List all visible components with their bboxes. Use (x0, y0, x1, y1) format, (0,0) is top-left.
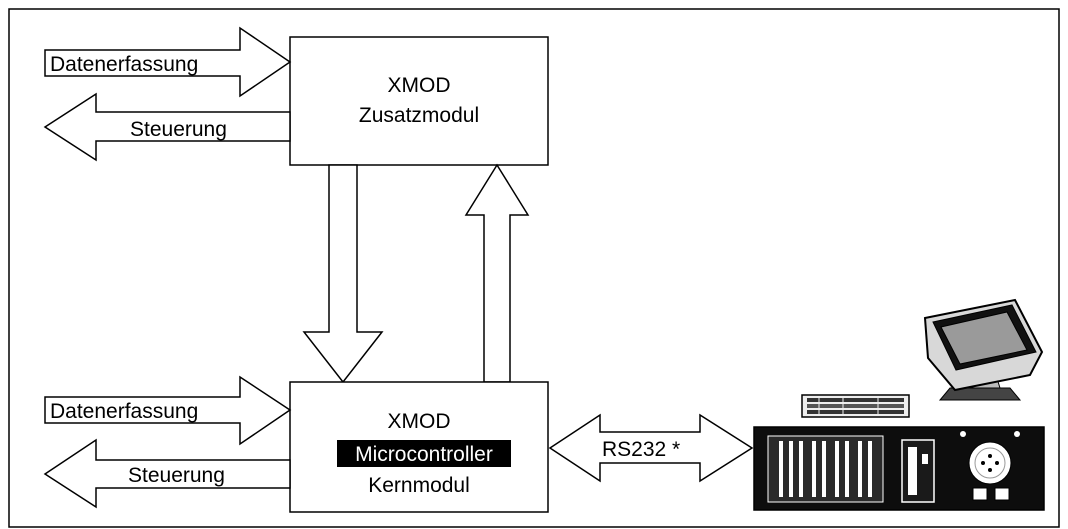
kernmodul-title: XMOD (388, 410, 451, 433)
keyboard-icon (801, 394, 910, 418)
bottom-output-label: Steuerung (128, 464, 225, 487)
top-input-label: Datenerfassung (50, 53, 198, 76)
bottom-output-arrow (43, 438, 291, 509)
rs232-label: RS232 * (602, 438, 680, 461)
top-output-arrow (43, 92, 291, 162)
bottom-input-label: Datenerfassung (50, 400, 198, 423)
kernmodul-subtitle: Kernmodul (368, 474, 470, 497)
up-arrow (464, 163, 530, 383)
monitor-icon (923, 298, 1044, 401)
microcontroller-label: Microcontroller (355, 443, 493, 466)
zusatzmodul-subtitle: Zusatzmodul (359, 104, 479, 127)
zusatzmodul-title: XMOD (388, 74, 451, 97)
down-arrow (302, 164, 384, 384)
microcontroller-highlight (337, 440, 511, 467)
top-output-label: Steuerung (130, 118, 227, 141)
pc-case-icon (753, 426, 1045, 511)
rs232-arrow (548, 413, 754, 483)
top-input-arrow (44, 26, 292, 98)
zusatzmodul-box (289, 36, 549, 166)
bottom-input-arrow (44, 375, 292, 446)
